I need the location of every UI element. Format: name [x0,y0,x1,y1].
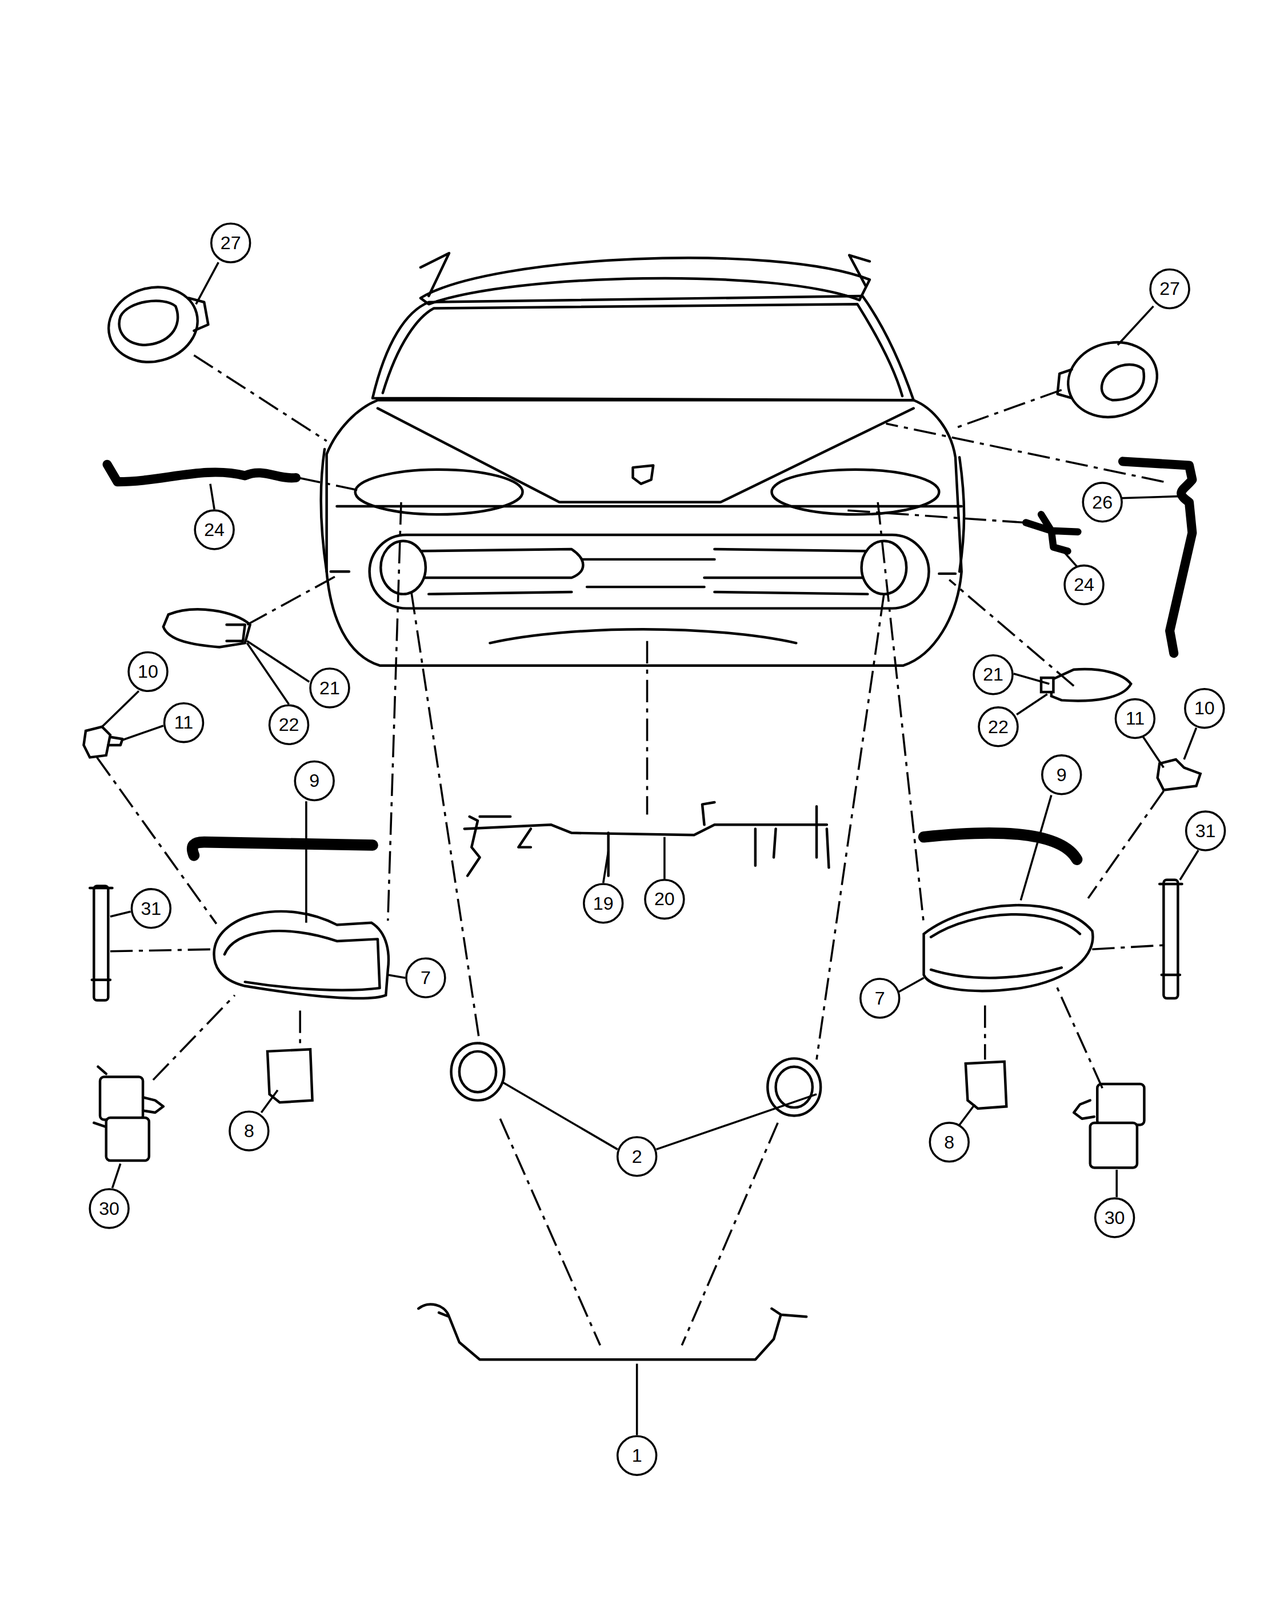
callout-number: 26 [1092,491,1113,514]
callout-number: 11 [174,712,194,734]
bulb-socket [83,726,1200,791]
callout-number: 10 [1194,697,1215,720]
headlamp [214,905,1094,999]
mirror [100,277,1166,427]
callout-circle: 7 [859,977,900,1019]
callout-number: 19 [593,892,614,915]
assembly-line [97,355,1164,1346]
callout-number: 2 [632,1145,643,1168]
callout-circle: 9 [1041,754,1082,795]
callout-number: 20 [654,888,675,911]
callout-number: 8 [244,1120,255,1142]
callout-circle: 21 [972,654,1014,695]
callout-circle: 9 [293,760,335,802]
callout-number: 21 [982,664,1004,686]
callout-number: 8 [944,1131,955,1154]
callout-circle: 7 [405,957,446,999]
callout-circle: 31 [1185,810,1226,851]
callout-number: 30 [98,1197,120,1220]
callout-circle: 19 [582,882,624,924]
leader-line [102,262,1199,1435]
callout-number: 1 [632,1444,643,1467]
callout-number: 27 [1159,278,1180,300]
callout-circle: 24 [1063,564,1104,606]
callout-number: 24 [1073,574,1095,596]
callout-circle: 2 [616,1136,658,1177]
callout-number: 22 [988,716,1009,738]
fog-lamp [451,1043,822,1116]
callout-circle: 30 [1094,1197,1135,1238]
callout-circle: 27 [210,222,251,263]
callout-circle: 8 [228,1110,270,1151]
callout-circle: 1 [616,1435,658,1476]
callout-circle: 22 [268,704,310,746]
callout-circle: 11 [1114,698,1156,739]
callout-circle: 20 [644,878,685,920]
callout-number: 27 [220,232,242,254]
callout-circle: 27 [1149,268,1190,310]
headlamp-seal [192,833,1078,860]
callout-circle: 30 [88,1188,130,1229]
callout-number: 7 [874,987,886,1010]
callout-number: 24 [204,518,225,541]
callout-circle: 31 [130,888,172,929]
callout-number: 21 [319,677,340,699]
callout-circle: 11 [163,702,204,743]
bulb-cover [267,1049,1007,1109]
callout-circle: 8 [929,1121,970,1163]
washer-hose [107,461,1193,654]
adjuster-screw [89,880,1182,1001]
callout-circle: 26 [1081,481,1123,523]
callout-number: 31 [1195,820,1216,842]
callout-number: 9 [1056,764,1067,786]
callout-number: 22 [278,714,300,736]
callout-number: 31 [140,897,162,920]
callout-number: 11 [1125,708,1145,730]
callout-circle: 22 [977,706,1019,747]
callout-circle: 21 [309,667,350,708]
callout-number: 30 [1104,1206,1126,1229]
callout-circle: 10 [127,651,168,692]
fog-harness [418,1304,807,1360]
callout-number: 10 [137,661,159,683]
callout-number: 7 [420,967,431,990]
car-front [321,253,965,666]
callout-circle: 24 [193,509,235,550]
callout-number: 9 [309,770,320,792]
callout-circle: 10 [1184,688,1225,729]
